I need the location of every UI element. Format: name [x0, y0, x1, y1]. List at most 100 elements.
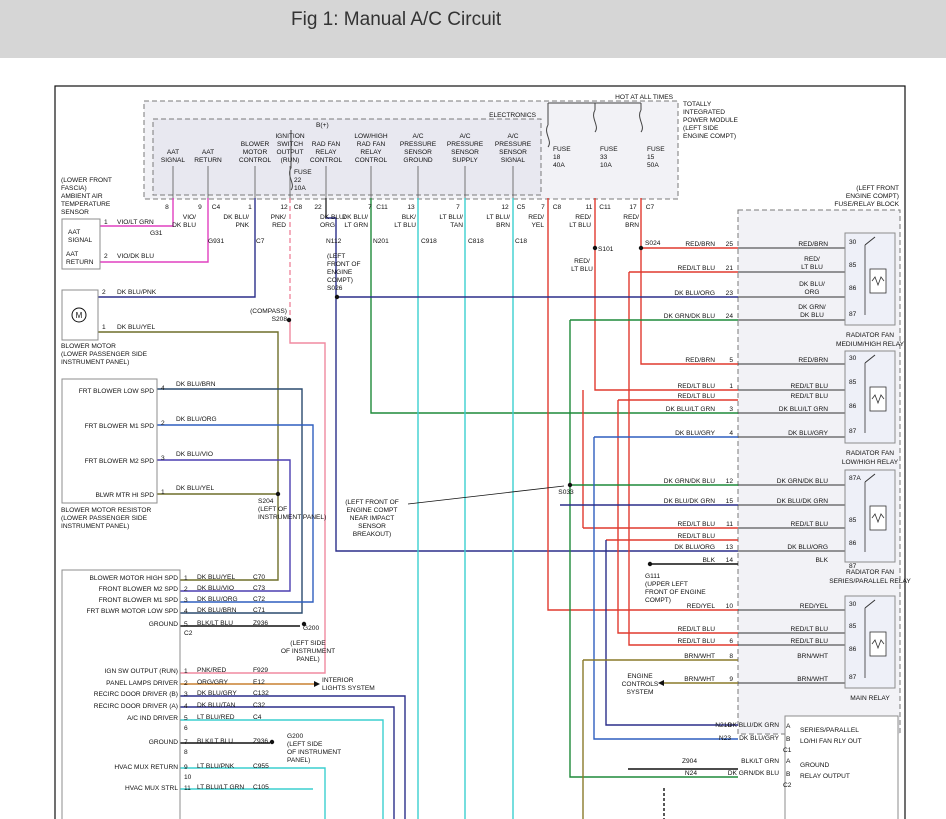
fuse-row-pin: 4 — [729, 430, 733, 437]
hvac-wire-label: DK BLU/GRY — [197, 690, 237, 697]
fuse-row-right-label: DK BLU — [800, 312, 824, 319]
resistor-pin: 2 — [161, 420, 165, 427]
circuit-label: N23 — [719, 735, 731, 742]
aat-pin: 1 — [104, 219, 108, 226]
motor-icon-letter: M — [76, 311, 83, 320]
wire-label: BLK/LT GRN — [741, 758, 779, 765]
connector-pin: B — [786, 736, 791, 743]
connector-label: C2 — [783, 782, 792, 789]
fuse-row-pin: 3 — [729, 406, 733, 413]
hvac-circuit-label: C70 — [253, 574, 265, 581]
tipm-wire-label: VIO/ — [183, 214, 196, 221]
tipm-column-label: SWITCH — [277, 141, 303, 148]
tipm-pin-label: 11 — [586, 204, 593, 211]
fuse-row-pin: 25 — [726, 241, 734, 248]
fuse-row-left-label: BLK — [703, 557, 716, 564]
hvac-wire-label: LT BLU/RED — [197, 714, 235, 721]
tipm-pin-label: C11 — [599, 204, 611, 211]
tipm-column-label: AAT — [202, 149, 214, 156]
g200b-label: G200 — [287, 733, 303, 740]
engine-controls-label: ENGINE — [627, 673, 653, 680]
g200-ground — [301, 621, 307, 627]
tipm-title: (LEFT SIDE — [683, 125, 719, 132]
fuse-row-right-label: RED/LT BLU — [791, 393, 829, 400]
wire — [180, 587, 291, 592]
tipm-column-label: PRESSURE — [495, 141, 532, 148]
fuse-row-pin: 13 — [726, 544, 734, 551]
hvac-wire-label: LT BLU/LT GRN — [197, 784, 244, 791]
tipm-pin-label: C4 — [212, 204, 221, 211]
engine-controls-arrow — [658, 680, 664, 686]
engine-controls-label: CONTROLS — [622, 681, 659, 688]
page-title: Fig 1: Manual A/C Circuit — [291, 9, 502, 30]
wire — [605, 540, 738, 726]
fuse-row-left-label: DK BLU/DK GRN — [664, 498, 716, 505]
relay-coil-icon — [871, 639, 885, 650]
wire — [180, 575, 279, 581]
wire — [180, 706, 395, 819]
hvac-row-label: FRT BLWR MOTOR LOW SPD — [87, 608, 179, 615]
relay-pin-label: 87 — [849, 311, 857, 318]
relay-pin-label: 87A — [849, 475, 861, 482]
hvac-wire-label: ORG/GRY — [197, 679, 229, 686]
tipm-wire-label: PNK/ — [271, 214, 287, 221]
hvac-pin: 7 — [184, 739, 188, 746]
tipm-wire-label: LT BLU — [394, 222, 416, 229]
wire — [594, 198, 738, 391]
aat-sensor-label: TEMPERATURE — [61, 201, 111, 208]
tipm-pin-label: 9 — [198, 204, 202, 211]
blower-motor-label: INSTRUMENT PANEL) — [61, 359, 129, 366]
hvac-pin: 3 — [184, 691, 188, 698]
fuse-row-right-label: RED/LT BLU — [791, 521, 829, 528]
tipm-pin-label: 13 — [407, 204, 415, 211]
tipm-pin-label: C8 — [294, 204, 303, 211]
circuit-label: C918 — [421, 238, 437, 245]
relay-pin-label: 85 — [849, 379, 857, 386]
motor-icon — [71, 307, 87, 323]
tipm-column-label: A/C — [460, 133, 471, 140]
aat-circuit-label: G31 — [150, 230, 163, 237]
tipm-wire-label: LT BLU — [569, 222, 591, 229]
s026-label: S026 — [327, 285, 343, 292]
tipm-pin-label: 12 — [501, 204, 509, 211]
interior-lights-label: LIGHTS SYSTEM — [322, 685, 375, 692]
circuit-label: Z904 — [682, 758, 697, 765]
tipm-wire-label: LT BLU/ — [439, 214, 463, 221]
fuse-row-right-label: RED/ — [804, 256, 820, 263]
s204-label: (LEFT OF — [258, 506, 287, 513]
relay-pin-label: 87 — [849, 674, 857, 681]
circuit-label: C18 — [515, 238, 527, 245]
relay-pin-label: 85 — [849, 623, 857, 630]
wire — [180, 607, 303, 614]
blower-motor-label: BLOWER MOTOR — [61, 343, 116, 350]
ground-relay-label: GROUND — [800, 762, 830, 769]
tipm-pin-label: 7 — [541, 204, 545, 211]
aat-signal-label: SIGNAL — [68, 237, 93, 244]
fuse-row-right-label: RED/LT BLU — [791, 626, 829, 633]
fuse-row-left-label: RED/LT BLU — [678, 626, 716, 633]
tipm-title: ENGINE COMPT) — [683, 133, 736, 140]
tipm-column-label: AAT — [167, 149, 179, 156]
hvac-circuit-label: C32 — [253, 702, 265, 709]
hvac-circuit-label: C4 — [253, 714, 262, 721]
hvac-wire-label: LT BLU/PNK — [197, 763, 235, 770]
tipm-column-label: (RUN) — [281, 157, 300, 164]
fuse-row-right-label: DK GRN/ — [798, 304, 826, 311]
aat-return-label: RETURN — [66, 259, 94, 266]
hvac-circuit-label: Z936 — [253, 738, 268, 745]
aat-pin: 2 — [104, 253, 108, 260]
fuse18-label: 18 — [553, 154, 561, 161]
interior-lights-label: INTERIOR — [322, 677, 354, 684]
relay-switch-icon — [864, 599, 876, 609]
fuse-row-left-label: DK BLU/LT GRN — [666, 406, 715, 413]
resistor-wire-label: DK BLU/BRN — [176, 381, 216, 388]
wire-label: DK GRN/DK BLU — [728, 770, 780, 777]
hvac-row-label: HVAC MUX STRL — [125, 785, 178, 792]
s026-splice — [334, 294, 340, 300]
fuse-row-left-label: DK GRN/DK BLU — [664, 478, 716, 485]
hvac-wire-label: DK BLU/YEL — [197, 574, 235, 581]
tipm-pin-label: 22 — [314, 204, 322, 211]
tipm-column-label: GROUND — [403, 157, 433, 164]
resistor-row-label: FRT BLOWER LOW SPD — [79, 388, 154, 395]
relay-label: RADIATOR FAN — [846, 450, 894, 457]
